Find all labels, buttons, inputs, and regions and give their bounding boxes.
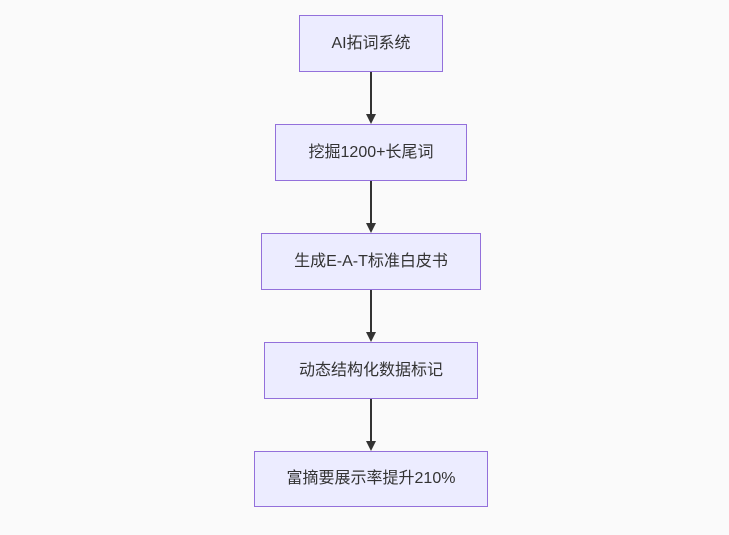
node-label: 生成E-A-T标准白皮书 (294, 252, 448, 270)
arrow-head-icon (366, 441, 376, 451)
node-label: 挖掘1200+长尾词 (308, 143, 434, 161)
flowchart-node-ai-word-expansion-system: AI拓词系统 (299, 15, 443, 72)
arrow-head-icon (366, 114, 376, 124)
arrow-head-icon (366, 332, 376, 342)
flowchart-node-structured-data-markup: 动态结构化数据标记 (264, 342, 478, 399)
arrow-line (370, 290, 372, 332)
node-label: AI拓词系统 (331, 34, 411, 52)
flowchart-node-eat-whitepaper: 生成E-A-T标准白皮书 (261, 233, 481, 290)
arrow-line (370, 72, 372, 114)
flowchart-node-rich-snippet-rate: 富摘要展示率提升210% (254, 451, 488, 507)
arrow-head-icon (366, 223, 376, 233)
flowchart-node-longtail-keywords: 挖掘1200+长尾词 (275, 124, 467, 181)
arrow-line (370, 399, 372, 441)
node-label: 富摘要展示率提升210% (286, 470, 456, 487)
node-label: 动态结构化数据标记 (298, 361, 443, 379)
arrow-line (370, 181, 372, 223)
